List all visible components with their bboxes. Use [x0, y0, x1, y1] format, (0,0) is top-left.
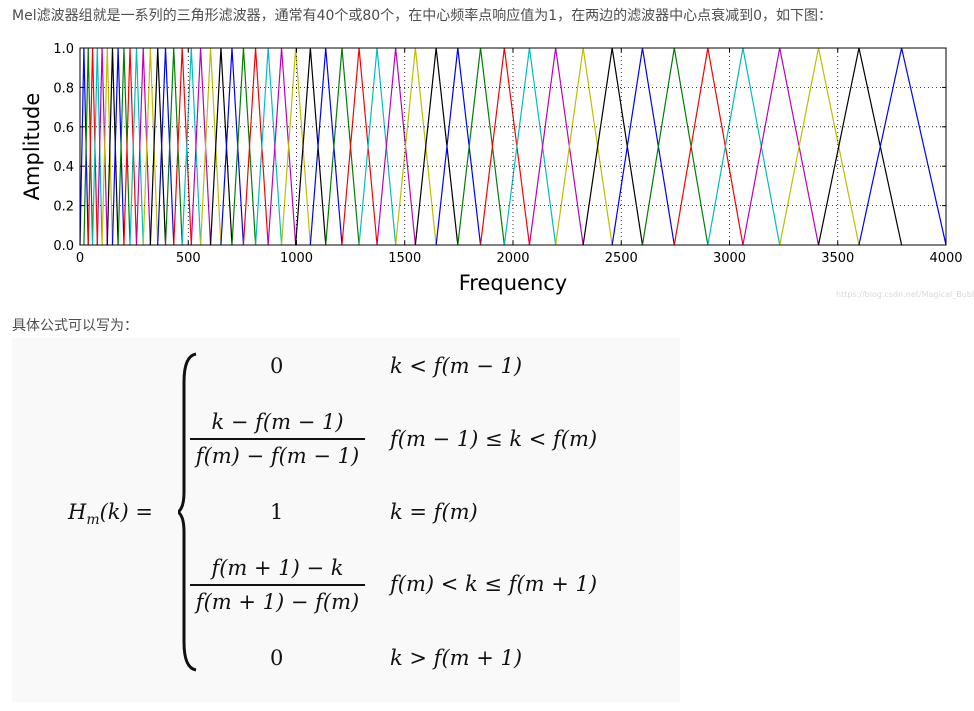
- filter-triangle-31: [341, 47, 378, 246]
- filter-triangle-17: [173, 47, 192, 246]
- filter-triangle-49: [817, 47, 903, 246]
- filter-triangle-18: [181, 47, 202, 246]
- lhs-subscript: m: [86, 512, 100, 529]
- filter-triangle-13: [142, 47, 159, 246]
- plot-frame: [79, 47, 947, 246]
- filter-triangle-26: [267, 47, 297, 246]
- x-tick-label: 2500: [605, 251, 638, 266]
- filter-triangle-27: [280, 47, 311, 246]
- filter-triangle-34: [395, 47, 437, 246]
- y-axis-label: Amplitude: [20, 93, 44, 201]
- filter-triangle-39: [503, 47, 557, 246]
- filter-triangle-21: [209, 47, 233, 246]
- filter-triangle-42: [582, 47, 644, 246]
- y-tick-label: 0.4: [53, 160, 74, 175]
- x-tick-label: 2000: [496, 251, 529, 266]
- case-2-cond: f(m − 1) ≤ k < f(m): [390, 427, 598, 451]
- x-tick-label: 3000: [713, 251, 746, 266]
- filter-triangle-47: [742, 47, 820, 246]
- filter-triangle-40: [528, 47, 584, 246]
- case-5-cond: k > f(m + 1): [390, 646, 523, 670]
- filter-triangle-33: [376, 47, 416, 246]
- filter-triangle-16: [164, 47, 183, 246]
- x-tick-label: 3500: [821, 251, 854, 266]
- case-5-expr: 0: [270, 646, 284, 670]
- filter-triangle-4: [91, 47, 103, 246]
- case-1-expr: 0: [270, 354, 284, 378]
- intro-paragraph: Mel滤波器组就是一系列的三角形滤波器，通常有40个或80个，在中心频率点响应值…: [12, 8, 833, 24]
- x-tick-label: 4000: [929, 251, 962, 266]
- filter-triangle-32: [358, 47, 397, 246]
- filter-triangle-46: [707, 47, 781, 246]
- left-brace: [178, 352, 197, 672]
- x-tick-label: 0: [76, 251, 84, 266]
- formula-intro-paragraph: 具体公式可以写为：: [12, 318, 138, 334]
- watermark: https://blog.csdn.net/Magical_Bubble: [836, 290, 974, 299]
- filter-triangle-8: [111, 47, 125, 246]
- filter-triangle-37: [457, 47, 505, 246]
- case-2-denominator: f(m) − f(m − 1): [195, 443, 360, 468]
- case-2-numerator: k − f(m − 1): [211, 410, 344, 434]
- y-tick-label: 0.0: [53, 239, 74, 254]
- filter-triangle-19: [190, 47, 212, 246]
- y-tick-label: 0.2: [53, 200, 74, 215]
- filter-triangle-29: [309, 47, 343, 246]
- case-3-cond: k = f(m): [390, 500, 478, 524]
- filter-triangle-38: [479, 47, 531, 246]
- filter-triangle-6: [101, 47, 114, 246]
- case-3-expr: 1: [270, 500, 284, 524]
- filter-triangle-35: [414, 47, 459, 246]
- filter-triangle-7: [106, 47, 119, 246]
- filter-triangle-20: [199, 47, 222, 246]
- y-tick-label: 0.6: [53, 121, 74, 136]
- filter-triangle-11: [129, 47, 144, 246]
- x-axis-label: Frequency: [459, 271, 568, 295]
- filter-triangle-25: [254, 47, 283, 246]
- formula-block: Hm(k) = 0 k < f(m − 1) k − f(m − 1) f(m)…: [12, 338, 680, 702]
- filter-triangle-44: [641, 47, 709, 246]
- filter-triangle-45: [673, 47, 744, 246]
- filter-triangle-2: [83, 47, 94, 246]
- filter-triangle-22: [220, 47, 245, 246]
- lhs-h: H: [68, 500, 87, 524]
- case-4-cond: f(m) < k ≤ f(m + 1): [390, 572, 598, 596]
- filter-triangle-24: [242, 47, 269, 246]
- chart-svg: 0 500 1000 1500 2000 2500 3000 3500 4000 0.0 0.2 0.…: [20, 42, 963, 295]
- filter-triangle-36: [435, 47, 482, 246]
- x-tick-label: 500: [176, 251, 201, 266]
- filter-triangle-30: [325, 47, 360, 246]
- case-4-fraction-bar: [190, 584, 365, 586]
- case-2-fraction: k − f(m − 1) f(m) − f(m − 1): [190, 410, 365, 468]
- filter-triangle-14: [149, 47, 167, 246]
- y-tick-label: 0.8: [53, 81, 74, 96]
- filter-triangle-28: [295, 47, 327, 246]
- filter-triangle-15: [157, 47, 175, 246]
- filter-triangle-43: [611, 47, 675, 246]
- lhs-argument: (k) =: [99, 500, 153, 524]
- x-tick-label: 1000: [280, 251, 313, 266]
- filter-triangle-23: [231, 47, 257, 246]
- mel-filterbank-chart: 0 500 1000 1500 2000 2500 3000 3500 4000 0.0 0.2 0.…: [0, 34, 974, 300]
- case-4-numerator: f(m + 1) − k: [211, 556, 344, 580]
- case-4-denominator: f(m + 1) − f(m): [195, 589, 360, 614]
- y-tick-label: 1.0: [53, 42, 74, 57]
- filter-triangle-48: [779, 47, 860, 246]
- filter-triangle-10: [123, 47, 138, 246]
- x-tick-label: 1500: [388, 251, 421, 266]
- case-4-fraction: f(m + 1) − k f(m + 1) − f(m): [190, 556, 365, 614]
- case-2-fraction-bar: [190, 438, 365, 440]
- filter-triangle-9: [117, 47, 131, 246]
- filter-triangle-50: [858, 47, 947, 246]
- formula-lhs: Hm(k) =: [68, 500, 153, 528]
- filter-triangle-41: [555, 47, 613, 246]
- case-1-cond: k < f(m − 1): [390, 354, 523, 378]
- filter-triangle-12: [135, 47, 151, 246]
